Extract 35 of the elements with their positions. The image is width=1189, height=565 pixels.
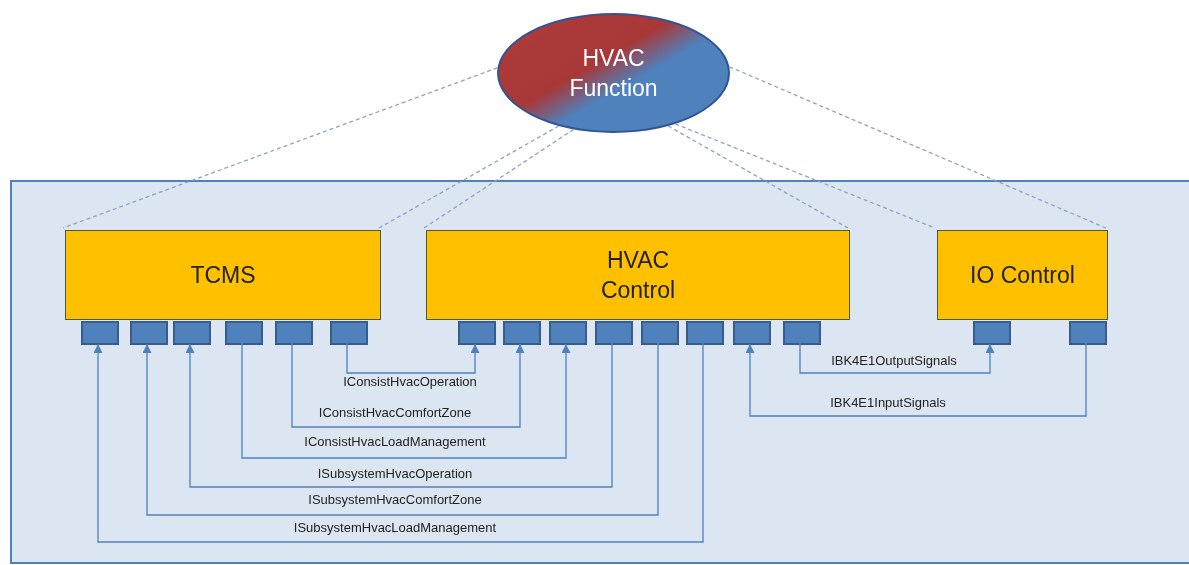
port-box xyxy=(733,321,771,345)
port-box xyxy=(1069,321,1107,345)
dashed-line xyxy=(378,125,560,229)
port-box xyxy=(783,321,821,345)
arrow xyxy=(93,342,704,543)
arrow xyxy=(745,342,1087,417)
port-box xyxy=(173,321,211,345)
component-box: TCMS xyxy=(65,230,381,320)
port-box xyxy=(458,321,496,345)
dashed-line xyxy=(423,128,575,229)
arrow xyxy=(241,342,571,459)
dashed-line xyxy=(667,125,849,229)
port-box xyxy=(641,321,679,345)
component-box: HVAC Control xyxy=(426,230,850,320)
port-box xyxy=(595,321,633,345)
port-box xyxy=(330,321,368,345)
port-box xyxy=(686,321,724,345)
arrow xyxy=(346,342,480,374)
system-panel xyxy=(10,180,1189,564)
dashed-line xyxy=(728,66,1107,229)
port-box xyxy=(81,321,119,345)
arrow xyxy=(291,342,525,428)
dashed-line xyxy=(62,67,499,229)
port-box xyxy=(275,321,313,345)
function-ellipse: HVAC Function xyxy=(497,13,730,133)
arrow xyxy=(142,342,659,516)
arrow xyxy=(799,342,995,374)
port-box xyxy=(549,321,587,345)
port-box xyxy=(973,321,1011,345)
arrow xyxy=(185,342,613,488)
port-box xyxy=(130,321,168,345)
port-box xyxy=(225,321,263,345)
dashed-line xyxy=(674,123,936,229)
component-box: IO Control xyxy=(937,230,1108,320)
port-box xyxy=(503,321,541,345)
